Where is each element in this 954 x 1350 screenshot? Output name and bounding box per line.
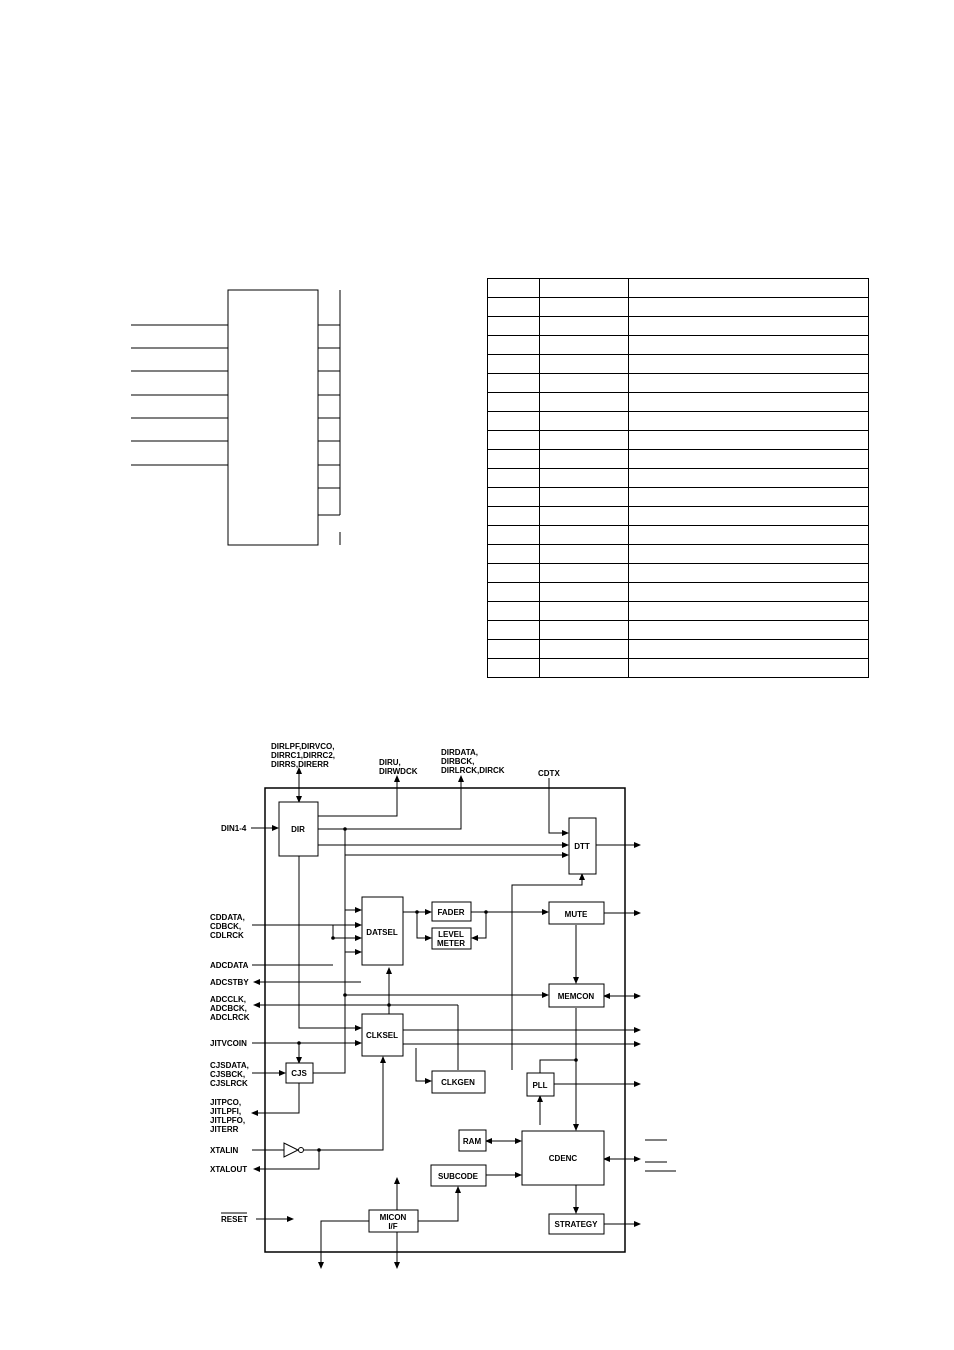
inverter-symbol xyxy=(283,1142,304,1158)
level-meter-block xyxy=(431,927,472,950)
micon-label-1: MICON xyxy=(380,1213,407,1222)
cddata-label-3: CDLRCK xyxy=(210,931,244,940)
dirdata-label-2: DIRBCK, xyxy=(441,757,474,766)
xtalout-label: XTALOUT xyxy=(210,1165,247,1174)
pll-label: PLL xyxy=(532,1081,547,1090)
right-pin-lines xyxy=(318,290,341,545)
clkgen-label: CLKGEN xyxy=(441,1078,475,1087)
pin-table-cell xyxy=(628,658,869,678)
memcon-label: MEMCON xyxy=(558,992,595,1001)
subcode-label: SUBCODE xyxy=(438,1172,479,1181)
dtt-label: DTT xyxy=(574,842,590,851)
pin-table-row xyxy=(487,411,869,431)
jitpco-label-4: JITERR xyxy=(210,1125,239,1134)
pin-table-row xyxy=(487,449,869,469)
adcclk-label-2: ADCBCK, xyxy=(210,1004,247,1013)
jitpco-label-3: JITLPFO, xyxy=(210,1116,245,1125)
pin-table-row xyxy=(487,601,869,621)
cjsdata-label-2: CJSBCK, xyxy=(210,1070,245,1079)
cdenc-block xyxy=(521,1130,605,1186)
xtalin-label: XTALIN xyxy=(210,1146,239,1155)
pin-table-row xyxy=(487,620,869,640)
left-pin-lines xyxy=(131,324,228,466)
pin-table-row xyxy=(487,335,869,355)
block-labels: DIR DTT DATSEL FADER LEVEL METER MUTE ME… xyxy=(291,825,598,1231)
jitvcoin-label: JITVCOIN xyxy=(210,1039,247,1048)
mute-label: MUTE xyxy=(565,910,588,919)
pin-table-row xyxy=(487,297,869,317)
level-meter-label-2: METER xyxy=(437,939,465,948)
pin-assignment-diagram xyxy=(131,289,341,546)
datsel-block xyxy=(361,896,404,966)
strategy-label: STRATEGY xyxy=(555,1220,599,1229)
fader-block xyxy=(431,901,472,922)
cdenc-label: CDENC xyxy=(549,1154,578,1163)
diru-label-2: DIRWDCK xyxy=(379,767,418,776)
junction-dots xyxy=(297,827,578,1152)
cjs-label: CJS xyxy=(291,1069,307,1078)
dirlpf-label-2: DIRRC1,DIRRC2, xyxy=(271,751,335,760)
dirdata-label-3: DIRLRCK,DIRCK xyxy=(441,766,505,775)
subcode-block xyxy=(430,1164,487,1187)
signal-labels: DIRLPF,DIRVCO, DIRRC1,DIRRC2, DIRRS,DIRE… xyxy=(210,742,560,1224)
datsel-label: DATSEL xyxy=(366,928,398,937)
dir-block xyxy=(278,801,319,857)
dir-label: DIR xyxy=(291,825,305,834)
dtt-block xyxy=(568,817,597,875)
pll-block xyxy=(526,1072,555,1097)
functional-blocks xyxy=(278,801,605,1235)
ram-label: RAM xyxy=(463,1137,482,1146)
pin-table-row xyxy=(487,392,869,412)
mute-block xyxy=(548,901,605,925)
memcon-block xyxy=(548,983,605,1008)
din-label: DIN1-4 xyxy=(221,824,247,833)
cddata-label-1: CDDATA, xyxy=(210,913,245,922)
pin-table-row xyxy=(487,525,869,545)
adcstby-label: ADCSTBY xyxy=(210,978,249,987)
clksel-label: CLKSEL xyxy=(366,1031,398,1040)
pin-table-row xyxy=(487,354,869,374)
pin-table-row xyxy=(487,316,869,336)
level-meter-label-1: LEVEL xyxy=(438,930,464,939)
cjsdata-label-1: CJSDATA, xyxy=(210,1061,249,1070)
pin-table-row xyxy=(487,658,869,678)
pin-table-row xyxy=(487,563,869,583)
cjs-block xyxy=(285,1062,314,1084)
pin-table-row xyxy=(487,544,869,564)
strategy-block xyxy=(548,1213,605,1235)
dirdata-label-1: DIRDATA, xyxy=(441,748,478,757)
adcclk-label-3: ADCLRCK xyxy=(210,1013,250,1022)
fader-label: FADER xyxy=(437,908,464,917)
chip-outline xyxy=(264,787,626,1253)
micon-label-2: I/F xyxy=(388,1222,397,1231)
ram-block xyxy=(458,1129,487,1152)
cjsdata-label-3: CJSLRCK xyxy=(210,1079,248,1088)
jitpco-label-1: JITPCO, xyxy=(210,1098,241,1107)
micon-block xyxy=(368,1209,419,1233)
adcclk-label-1: ADCCLK, xyxy=(210,995,246,1004)
diru-label-1: DIRU, xyxy=(379,758,401,767)
dirlpf-label-3: DIRRS,DIRERR xyxy=(271,760,329,769)
pin-table-body xyxy=(487,278,869,678)
pin-description-table xyxy=(487,278,869,678)
clkgen-block xyxy=(431,1070,486,1094)
signal-wires xyxy=(221,767,676,1269)
cdtx-label: CDTX xyxy=(538,769,560,778)
clksel-block xyxy=(361,1013,404,1057)
pin-table-row xyxy=(487,582,869,602)
dirlpf-label-1: DIRLPF,DIRVCO, xyxy=(271,742,334,751)
pin-table-row xyxy=(487,468,869,488)
cddata-label-2: CDBCK, xyxy=(210,922,241,931)
jitpco-label-2: JITLPFI, xyxy=(210,1107,241,1116)
reset-label: RESET xyxy=(221,1215,248,1224)
adcdata-label: ADCDATA xyxy=(210,961,249,970)
pin-table-row xyxy=(487,506,869,526)
